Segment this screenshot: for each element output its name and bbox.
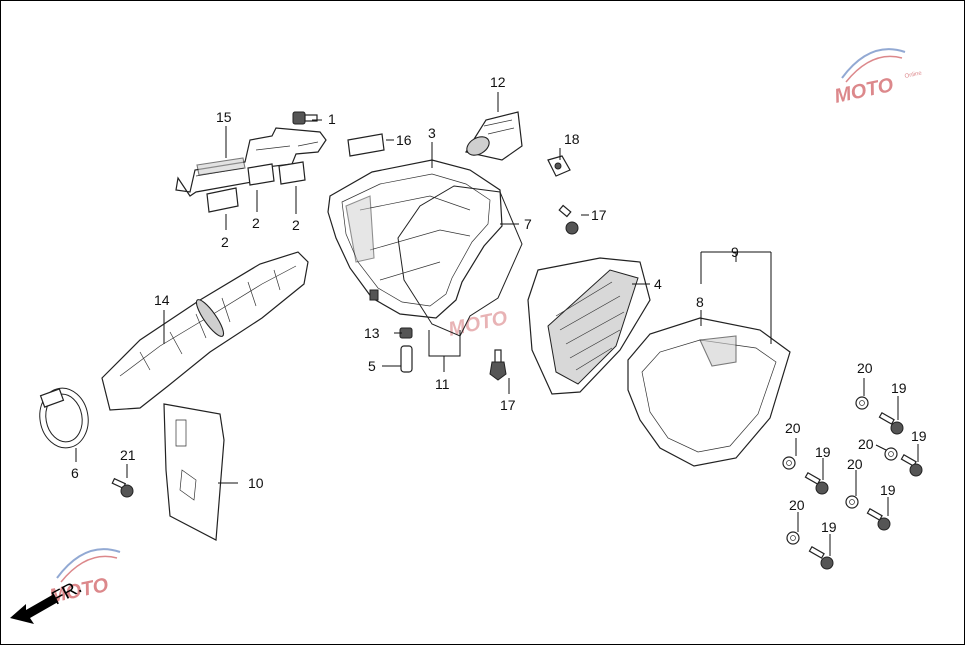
callout-5: 5 (368, 358, 376, 374)
bracket-part-15 (175, 127, 327, 197)
callout-10: 10 (248, 475, 264, 491)
bolt-part-19-a (878, 411, 904, 435)
callout-18: 18 (564, 131, 580, 147)
callout-13: 13 (364, 325, 380, 341)
callout-20-c: 20 (858, 436, 874, 452)
callout-12: 12 (490, 74, 506, 90)
air-cleaner-cover-part-8 (627, 317, 791, 467)
callout-14: 14 (154, 292, 170, 308)
callout-19-b: 19 (911, 428, 927, 444)
pad-part-2a (206, 187, 239, 213)
clip-nut-part-18 (547, 155, 571, 177)
callout-2-a: 2 (221, 234, 229, 250)
watermark-logo-center: MOTO (446, 307, 509, 341)
label-pad-part-16 (347, 133, 385, 157)
callout-16: 16 (396, 132, 412, 148)
callout-20-d: 20 (847, 456, 863, 472)
shield-plate-part-10 (163, 403, 225, 541)
callout-20-a: 20 (857, 360, 873, 376)
watermark-logo-top: MOTO Online (832, 48, 923, 108)
callout-3: 3 (428, 125, 436, 141)
bolt-part-21 (111, 477, 134, 498)
washer-part-20-a (855, 396, 869, 410)
callout-19-a: 19 (891, 380, 907, 396)
callout-11: 11 (435, 376, 450, 392)
bolt-part-19-b (900, 453, 923, 477)
washer-part-20-e (786, 531, 800, 545)
bolt-part-17-lower (489, 349, 507, 381)
callout-1: 1 (328, 111, 336, 127)
svg-text:MOTO: MOTO (832, 74, 895, 108)
intake-duct-part-12 (465, 111, 523, 161)
callout-4: 4 (654, 276, 662, 292)
front-direction-arrow: FR. (10, 577, 85, 624)
callout-15: 15 (216, 109, 232, 125)
callout-21: 21 (120, 447, 136, 463)
svg-text:MOTO: MOTO (446, 307, 509, 341)
washer-part-20-d (845, 495, 859, 509)
callout-20-b: 20 (785, 420, 801, 436)
callout-19-c: 19 (815, 444, 831, 460)
callout-labels: 1 2 2 2 3 4 5 6 7 8 9 10 11 12 13 14 15 … (71, 74, 927, 535)
callout-2-b: 2 (252, 215, 260, 231)
callout-20-e: 20 (789, 497, 805, 513)
intake-tube-part-14 (101, 251, 309, 411)
callout-7: 7 (524, 216, 532, 232)
washer-part-20-c (884, 447, 898, 461)
bolt-part-19-e (808, 545, 834, 570)
bolt-part-19-c (804, 471, 829, 495)
callout-17-b: 17 (500, 397, 516, 413)
pad-part-2c (278, 161, 306, 185)
washer-part-20-b (782, 456, 796, 470)
callout-8: 8 (696, 294, 704, 310)
pad-part-2b (247, 163, 275, 186)
bolt-part-1 (292, 111, 318, 125)
hose-clamp-part-6 (39, 387, 89, 449)
callout-2-c: 2 (292, 217, 300, 233)
svg-text:Online: Online (904, 70, 923, 80)
callout-19-e: 19 (821, 519, 837, 535)
callout-6: 6 (71, 465, 79, 481)
tube-part-5 (400, 345, 413, 373)
callout-9: 9 (731, 244, 739, 260)
callout-17-a: 17 (591, 207, 607, 223)
filter-element-part-4 (527, 257, 651, 395)
leader-lines (75, 92, 919, 556)
callout-19-d: 19 (880, 482, 896, 498)
air-cleaner-case-part-3 (327, 159, 503, 319)
bolt-part-17-upper (558, 204, 579, 235)
bolt-part-19-d (866, 507, 891, 531)
